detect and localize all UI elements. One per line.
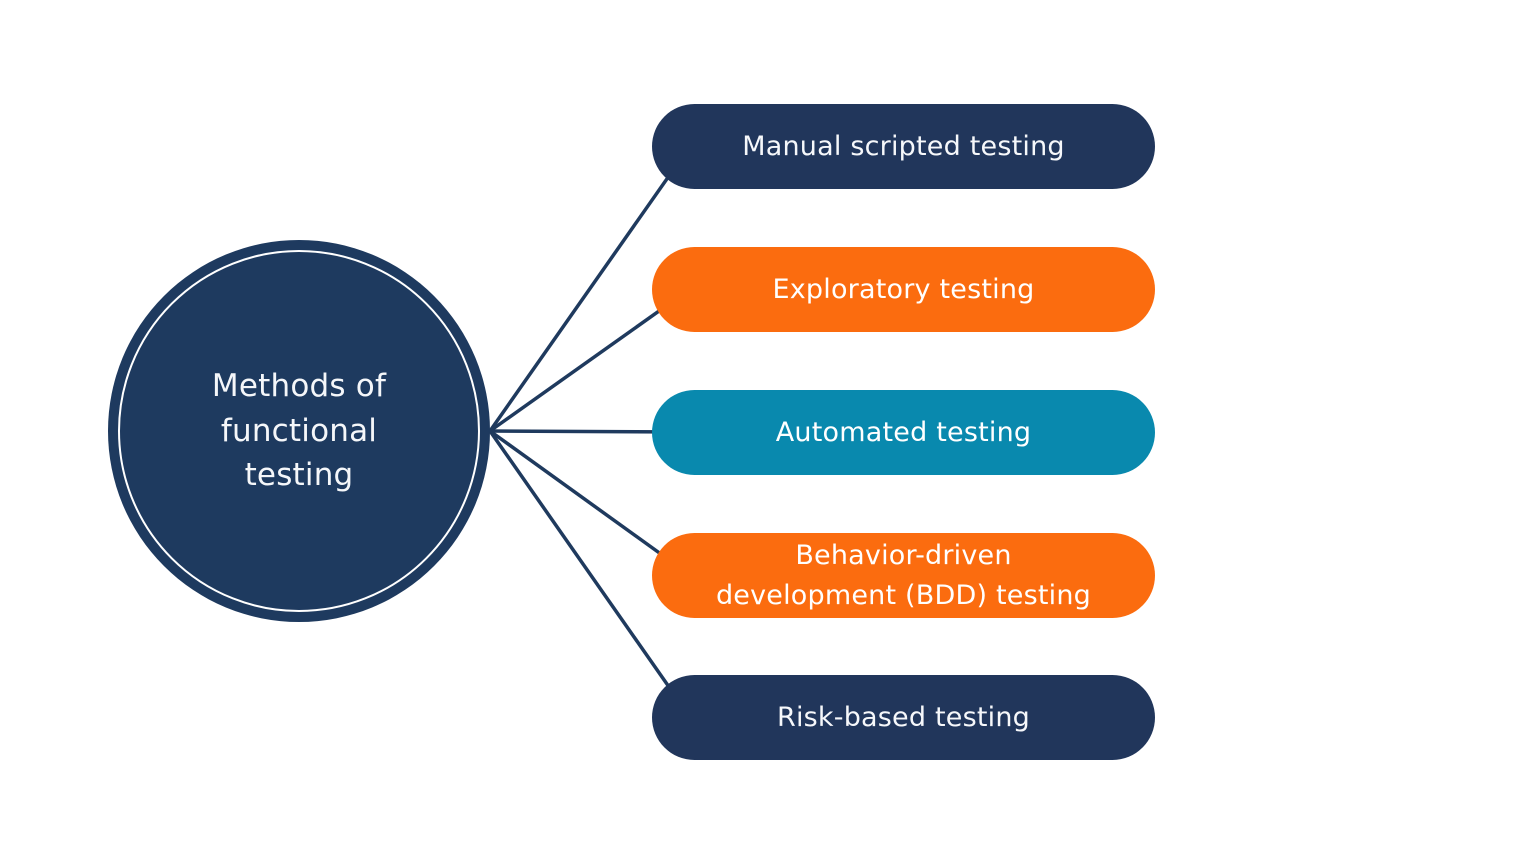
connector-line-risk-based bbox=[488, 429, 692, 719]
center-node-label: Methods of functional testing bbox=[211, 367, 387, 494]
node-label: Automated testing bbox=[775, 416, 1032, 448]
connector-line-manual-scripted bbox=[488, 144, 692, 433]
node-manual-scripted-testing: Manual scripted testing bbox=[652, 104, 1155, 189]
node-exploratory-testing: Exploratory testing bbox=[652, 247, 1155, 332]
node-label: Behavior-driven development (BDD) testin… bbox=[715, 540, 1092, 611]
connector-line-exploratory bbox=[488, 287, 692, 433]
node-label: Manual scripted testing bbox=[742, 130, 1065, 162]
center-node-methods-of-functional-testing: Methods of functional testing bbox=[108, 240, 490, 622]
node-label: Risk-based testing bbox=[777, 701, 1030, 733]
node-bdd-testing: Behavior-driven development (BDD) testin… bbox=[652, 533, 1155, 618]
node-risk-based-testing: Risk-based testing bbox=[652, 675, 1155, 760]
connector-line-bdd bbox=[488, 429, 692, 577]
node-label: Exploratory testing bbox=[772, 273, 1035, 305]
node-automated-testing: Automated testing bbox=[652, 390, 1155, 475]
